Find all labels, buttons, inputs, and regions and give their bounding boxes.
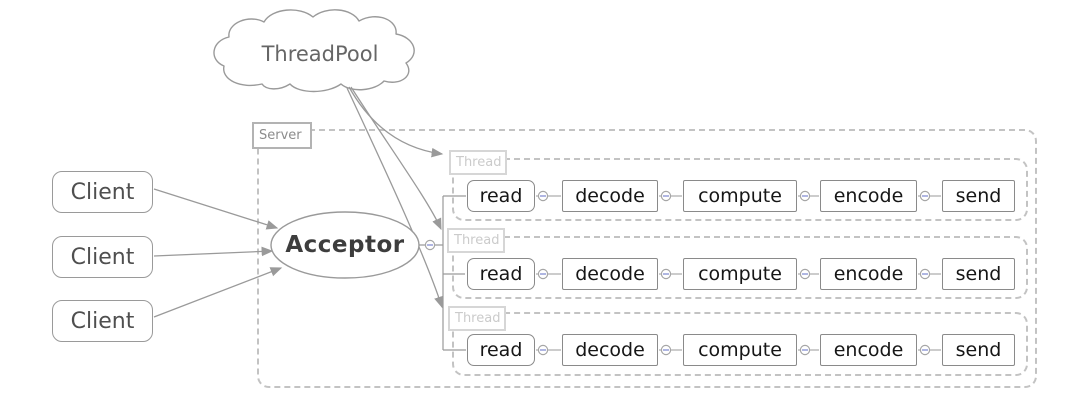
stage-label: compute: [698, 339, 782, 361]
client-label: Client: [70, 244, 135, 270]
stage-read-1: read: [467, 180, 535, 212]
client-arrow-2: [153, 246, 274, 257]
stage-label: decode: [575, 339, 645, 361]
stage-label: send: [955, 185, 1002, 207]
client-label: Client: [70, 179, 135, 205]
stage-encode-1: encode: [820, 180, 917, 212]
stage-label: compute: [698, 185, 782, 207]
stage-send-2: send: [942, 258, 1015, 290]
thread-container-1: [452, 158, 1028, 221]
acceptor-label: Acceptor: [270, 231, 420, 259]
stage-decode-3: decode: [562, 334, 658, 366]
thread-container-2: [452, 236, 1028, 299]
server-container: [257, 129, 1037, 388]
stage-label: encode: [833, 263, 904, 285]
thread-label-text: Thread: [455, 311, 501, 326]
server-label-text: Server: [259, 128, 302, 143]
stage-compute-1: compute: [683, 180, 797, 212]
thread-label-text: Thread: [456, 155, 502, 170]
stage-label: encode: [833, 339, 904, 361]
stage-send-1: send: [942, 180, 1015, 212]
thread-label-2: Thread: [447, 228, 505, 253]
threadpool-label: ThreadPool: [245, 41, 395, 67]
stage-label: decode: [575, 263, 645, 285]
stage-label: send: [955, 263, 1002, 285]
stage-send-3: send: [942, 334, 1015, 366]
stage-encode-2: encode: [820, 258, 917, 290]
stage-label: encode: [833, 185, 904, 207]
stage-read-2: read: [467, 258, 535, 290]
server-label: Server: [252, 122, 312, 149]
client-label: Client: [70, 308, 135, 334]
stage-label: send: [955, 339, 1002, 361]
acceptor-label-text: Acceptor: [285, 232, 405, 258]
stage-decode-1: decode: [562, 180, 658, 212]
thread-label-3: Thread: [448, 306, 506, 331]
stage-label: decode: [575, 185, 645, 207]
thread-container-3: [452, 312, 1028, 376]
stage-read-3: read: [467, 334, 535, 366]
stage-label: read: [479, 339, 523, 361]
client-box-3: Client: [52, 300, 153, 342]
client-box-1: Client: [52, 171, 153, 213]
thread-label-text: Thread: [454, 233, 500, 248]
stage-label: read: [479, 185, 523, 207]
stage-compute-2: compute: [683, 258, 797, 290]
thread-label-1: Thread: [449, 150, 507, 175]
stage-encode-3: encode: [820, 334, 917, 366]
stage-label: compute: [698, 263, 782, 285]
client-box-2: Client: [52, 236, 153, 278]
threadpool-label-text: ThreadPool: [261, 42, 379, 66]
stage-compute-3: compute: [683, 334, 797, 366]
stage-decode-2: decode: [562, 258, 658, 290]
stage-label: read: [479, 263, 523, 285]
